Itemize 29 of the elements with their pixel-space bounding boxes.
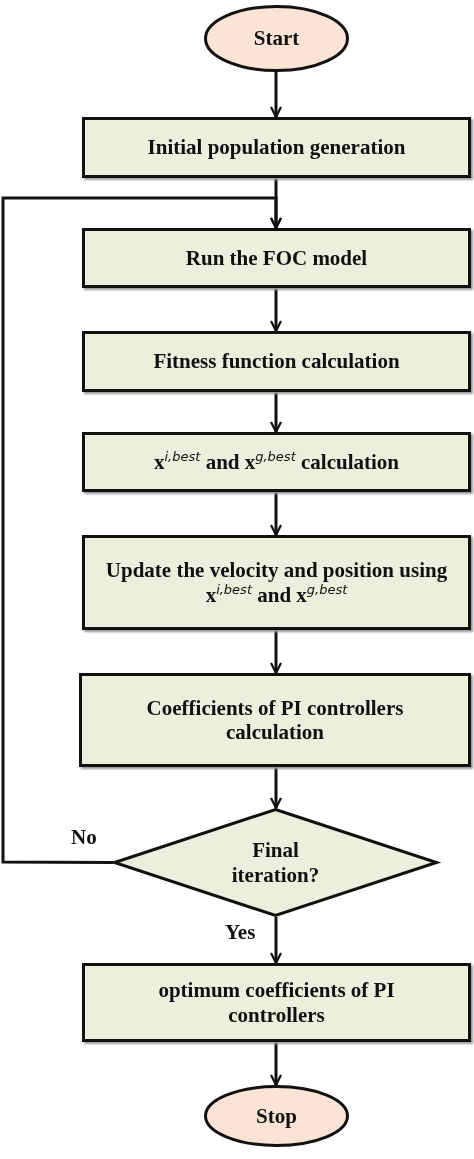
- step-text: Fitness function calculation: [153, 349, 400, 374]
- step-text: Start: [253, 26, 300, 51]
- arrow: [269, 492, 283, 537]
- arrow: [1, 196, 283, 864]
- arrow: [269, 630, 283, 675]
- terminal-oval: [204, 5, 349, 72]
- process-box: [79, 673, 471, 767]
- arrow: [269, 1042, 283, 1087]
- terminal-oval: [204, 1085, 349, 1147]
- step-text: Run the FOC model: [185, 245, 368, 271]
- process-box: [82, 535, 471, 630]
- step-text: x$^{i,best}$ and x$^{g,best}$ calculation: [154, 449, 399, 475]
- decision-diamond: [113, 808, 438, 917]
- step-text: Stop: [256, 1103, 297, 1129]
- arrow: [269, 917, 283, 965]
- process-box: [82, 331, 471, 392]
- process-box: [82, 228, 471, 288]
- step-text: optimum coefficients of PI controllers: [157, 978, 396, 1027]
- arrow: [269, 767, 283, 810]
- process-box: [82, 432, 471, 492]
- arrow: [269, 392, 283, 434]
- arrow: [269, 288, 283, 333]
- step-text: Update the velocity and position using x$^{i,best}$ and x$^{g,best}$: [104, 558, 449, 607]
- arrow: [269, 72, 283, 119]
- step-text: Initial population generation: [147, 135, 406, 160]
- step-text: Coefficients of PI controllers calculation: [145, 695, 405, 745]
- process-box: [82, 963, 471, 1042]
- process-box: [82, 117, 471, 178]
- step-text: Final iteration?: [230, 838, 321, 887]
